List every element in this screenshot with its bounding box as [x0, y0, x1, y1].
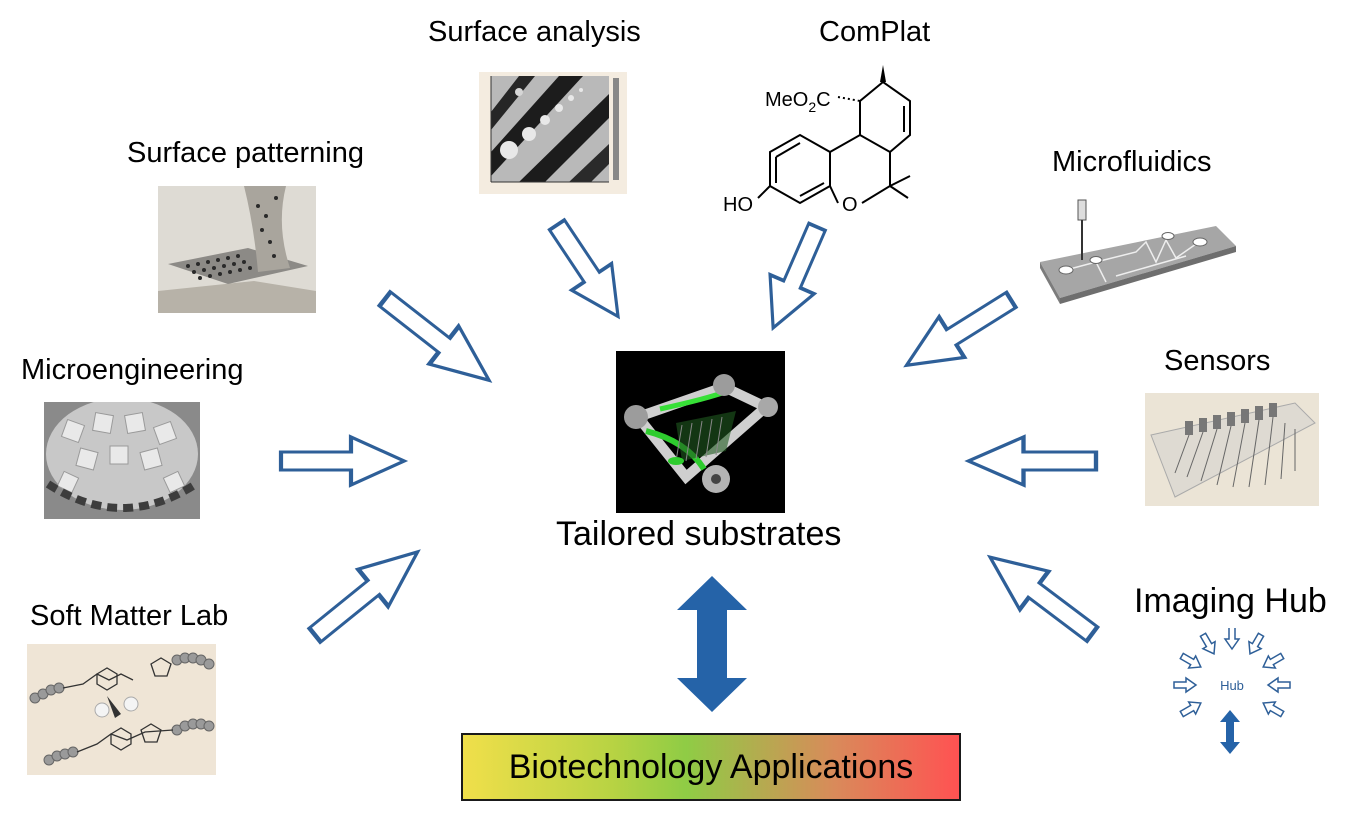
- sensors-image: [1145, 393, 1319, 506]
- molecule-oxygen-text: O: [842, 194, 858, 216]
- tailored-substrates-label: Tailored substrates: [556, 515, 842, 553]
- molecule-hydroxy-text: HO: [723, 194, 753, 216]
- arrow-microfluidics: [891, 277, 1026, 388]
- arrow-sensors: [968, 437, 1096, 485]
- microengineering-image: [44, 402, 200, 519]
- soft-matter-lab-label: Soft Matter Lab: [30, 600, 229, 632]
- microfluidics-label: Microfluidics: [1052, 146, 1212, 178]
- microfluidics-image: [1036, 192, 1236, 304]
- double-arrow-icon: [677, 576, 747, 712]
- svg-text:MeO2C: MeO2C: [765, 89, 831, 115]
- arrow-imaging-hub: [973, 536, 1109, 656]
- molecule-ester-subscript: 2: [808, 99, 816, 115]
- surface-analysis-label: Surface analysis: [428, 16, 641, 48]
- hub-icon-label: Hub: [1220, 678, 1244, 693]
- surface-patterning-label: Surface patterning: [127, 137, 364, 169]
- arrow-complat: [749, 215, 841, 340]
- arrow-microengineering: [281, 437, 404, 485]
- sensors-label: Sensors: [1164, 345, 1271, 377]
- surface-analysis-image: [479, 72, 627, 194]
- arrow-soft-matter-lab: [297, 531, 435, 656]
- tailored-substrates-image: [616, 351, 785, 513]
- molecule-ester-carbon: C: [816, 89, 830, 111]
- arrow-surface-analysis: [535, 209, 640, 332]
- hub-icon: Hub: [1173, 628, 1291, 754]
- molecule-ester-text: MeO: [765, 89, 808, 111]
- biotechnology-applications-box: Biotechnology Applications: [461, 733, 961, 801]
- soft-matter-lab-image: [27, 644, 216, 775]
- biotechnology-applications-label: Biotechnology Applications: [508, 747, 914, 786]
- microengineering-label: Microengineering: [21, 354, 244, 386]
- complat-label: ComPlat: [819, 16, 931, 48]
- imaging-hub-label: Imaging Hub: [1134, 582, 1327, 620]
- arrow-surface-patterning: [368, 278, 506, 402]
- surface-patterning-image: [158, 186, 316, 313]
